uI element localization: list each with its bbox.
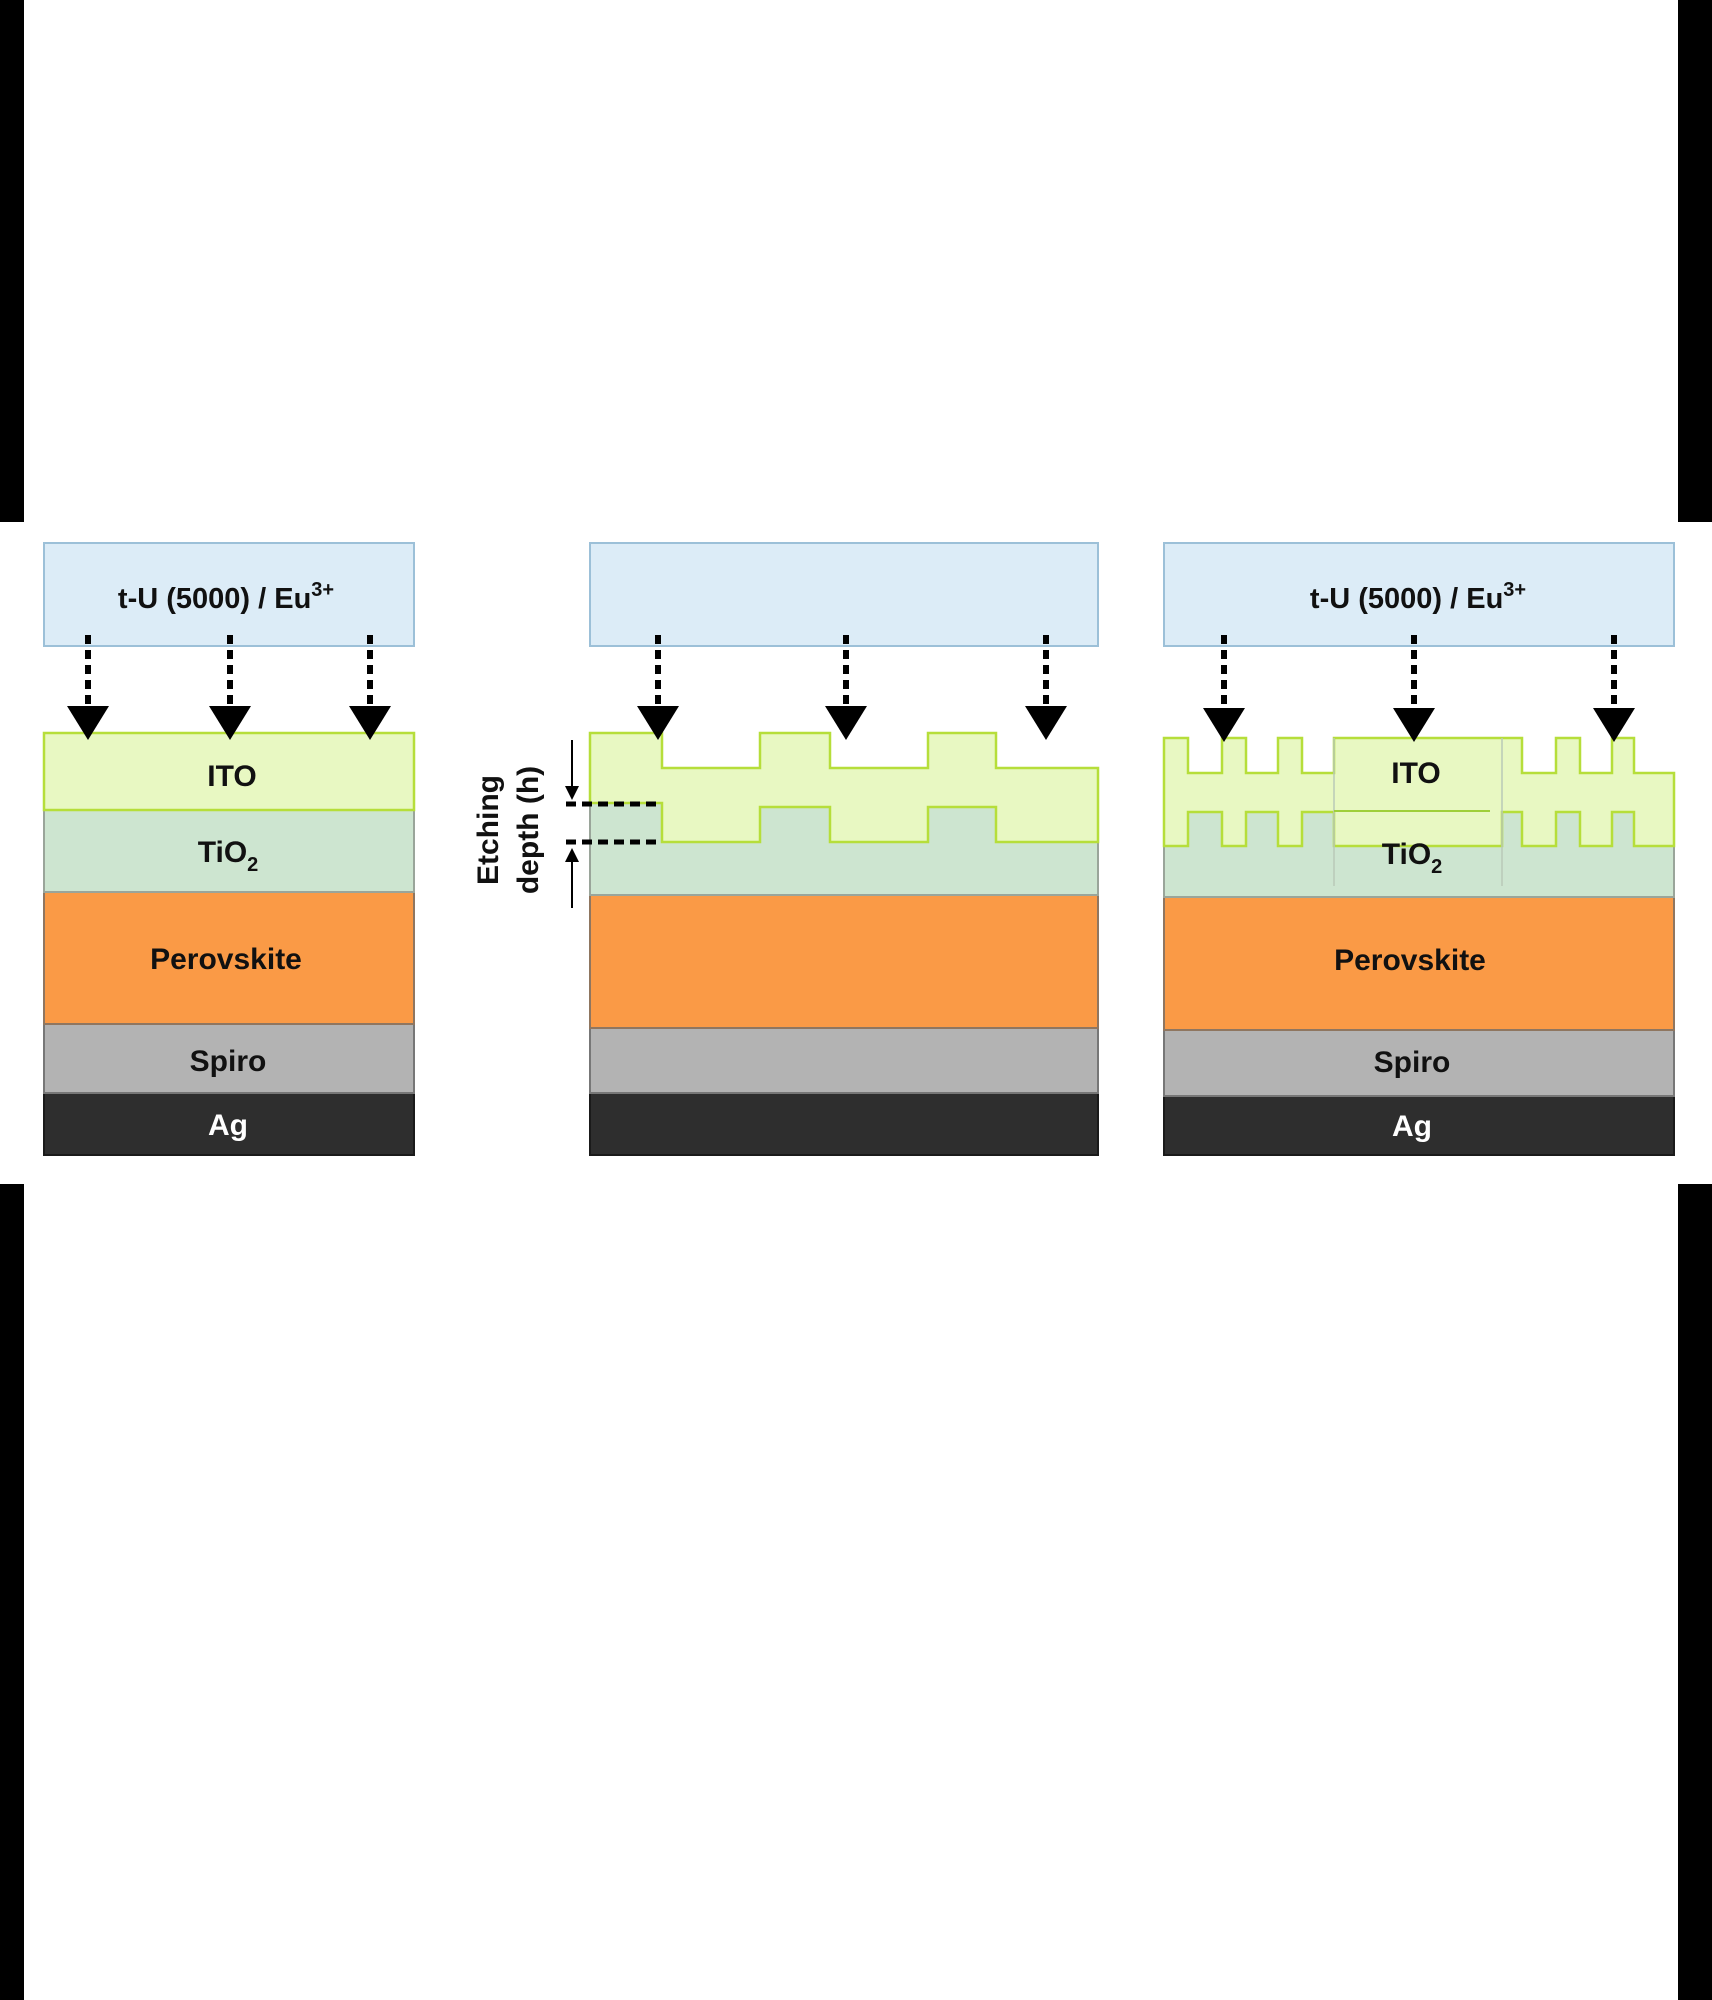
dotted-down-arrow-icon	[1593, 635, 1635, 742]
ag-label: Ag	[1392, 1110, 1432, 1143]
dotted-down-arrow-icon	[67, 635, 109, 740]
etched-ito-layer	[588, 731, 1100, 844]
source-box	[1163, 542, 1675, 647]
dotted-down-arrow-icon	[349, 635, 391, 740]
source-label: t-U (5000) / Eu3+	[1310, 579, 1526, 615]
perovskite-label: Perovskite	[1334, 944, 1486, 977]
dotted-down-arrow-icon	[637, 635, 679, 740]
ito-label: ITO	[207, 760, 256, 793]
etching-label-line2: depth (h)	[512, 766, 545, 894]
dotted-down-arrow-icon	[825, 635, 867, 740]
small-arrow-icon	[565, 786, 579, 800]
dotted-down-arrow-icon	[1393, 635, 1435, 742]
dotted-down-arrow-icon	[1025, 635, 1067, 740]
ito-label: ITO	[1391, 757, 1440, 790]
textured-ito-layer	[1162, 736, 1676, 848]
spiro-layer	[43, 1023, 415, 1094]
ag-layer	[43, 1092, 415, 1156]
dotted-down-arrow-icon	[209, 635, 251, 740]
source-label: t-U (5000) / Eu3+	[118, 579, 334, 615]
dotted-down-arrow-icon	[1203, 635, 1245, 742]
spiro-label: Spiro	[190, 1045, 267, 1078]
tio2-layer	[43, 809, 415, 893]
spiro-label: Spiro	[1374, 1046, 1451, 1079]
source-box	[589, 542, 1099, 647]
perovskite-layer	[1163, 896, 1675, 1031]
spiro-layer	[589, 1027, 1099, 1094]
etching-depth-annotation: Etching depth (h)	[472, 740, 662, 908]
perovskite-label: Perovskite	[150, 943, 302, 976]
ag-label: Ag	[208, 1109, 248, 1142]
perovskite-layer	[589, 894, 1099, 1029]
panel-2: Etching depth (h)	[472, 542, 1100, 1156]
tio2-label: TiO2	[198, 836, 259, 876]
panel-1: t-U (5000) / Eu3+ ITO TiO2 Perovskite Sp…	[42, 542, 416, 1156]
ito-layer	[42, 731, 416, 812]
etching-label-line1: Etching	[472, 775, 505, 885]
small-arrow-icon	[565, 848, 579, 862]
ag-layer	[1163, 1095, 1675, 1156]
tio2-label: TiO2	[1382, 838, 1443, 878]
source-box	[43, 542, 415, 647]
panel-3: t-U (5000) / Eu3+ ITO TiO2 Perovskite Sp…	[1162, 542, 1676, 1156]
ag-layer	[589, 1092, 1099, 1156]
